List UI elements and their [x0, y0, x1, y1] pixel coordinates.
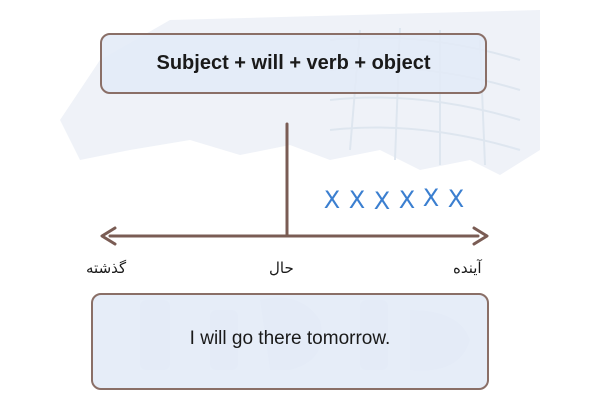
example-box: I will go there tomorrow.: [91, 293, 489, 390]
x-mark: X: [448, 185, 464, 213]
formula-text: Subject + will + verb + object: [156, 52, 431, 74]
x-mark: X: [374, 187, 390, 215]
x-mark: X: [423, 184, 439, 212]
x-mark: X: [349, 186, 365, 214]
example-sentence: I will go there tomorrow.: [189, 327, 391, 349]
future-label: آینده: [453, 259, 482, 277]
x-mark: X: [399, 186, 415, 214]
x-mark: X: [324, 186, 340, 214]
present-label: حال: [269, 259, 294, 277]
arrow-left-icon: [100, 226, 117, 246]
arrow-right-icon: [472, 226, 489, 246]
formula-box: Subject + will + verb + object: [100, 33, 487, 94]
past-label: گذشته: [86, 259, 127, 277]
